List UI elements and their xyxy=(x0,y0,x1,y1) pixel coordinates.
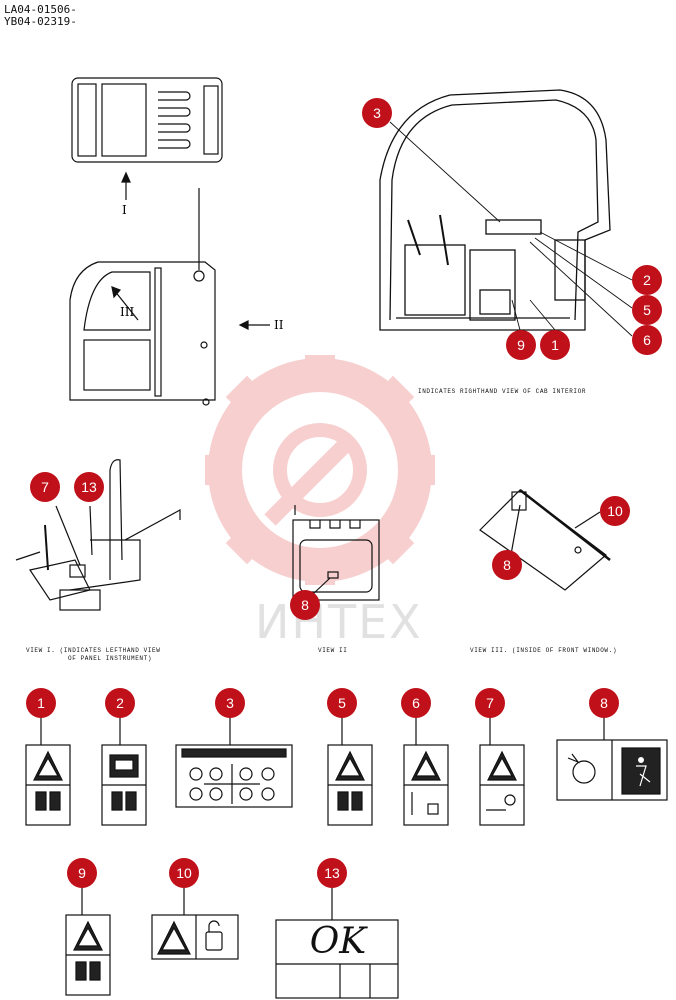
caption-view-2: VIEW II xyxy=(318,647,348,654)
callout-1-label: 1 xyxy=(26,688,56,718)
callout-10-label: 10 xyxy=(169,858,199,888)
label-1-drawing xyxy=(25,710,71,826)
label-13-drawing xyxy=(275,885,399,999)
label-7-drawing xyxy=(479,715,525,826)
view-1-seat-panel xyxy=(15,459,181,611)
callout-8-view2: 8 xyxy=(290,590,320,620)
watermark-gear-logo xyxy=(205,355,435,585)
cab-top-view xyxy=(71,77,223,200)
arrow-label-ii: II xyxy=(274,318,284,332)
callout-10-drawing: 10 xyxy=(600,496,630,526)
callout-9-label: 9 xyxy=(67,858,97,888)
callout-9-drawing: 9 xyxy=(506,330,536,360)
callout-2-label: 2 xyxy=(105,688,135,718)
callout-8-view3: 8 xyxy=(492,550,522,580)
caption-righthand-view: INDICATES RIGHTHAND VIEW OF CAB INTERIOR xyxy=(418,388,587,395)
part-code-1: LA04-01506- xyxy=(4,3,77,16)
caption-view-3: VIEW III. (INSIDE OF FRONT WINDOW.) xyxy=(470,647,618,654)
callout-5-drawing: 5 xyxy=(632,295,662,325)
cab-side-view xyxy=(69,188,270,406)
label-10-drawing xyxy=(151,885,239,960)
label-8-drawing xyxy=(556,715,668,801)
callout-5-label: 5 xyxy=(327,688,357,718)
label-13-ok-text: OK xyxy=(309,921,367,962)
view-2-panel xyxy=(292,505,380,601)
label-2-drawing xyxy=(101,710,147,826)
callout-6-drawing: 6 xyxy=(632,325,662,355)
label-6-drawing xyxy=(403,715,449,826)
label-3-drawing xyxy=(175,715,293,808)
part-code-2: YB04-02319- xyxy=(4,15,77,28)
caption-view-1: VIEW I. (INDICATES LEFTHAND VIEW OF PANE… xyxy=(26,647,161,662)
callout-2-drawing: 2 xyxy=(632,265,662,295)
leader-lines-right-view xyxy=(389,121,633,337)
watermark-text: ИНТЕХ xyxy=(255,595,423,649)
callout-6-label: 6 xyxy=(401,688,431,718)
arrow-label-iii: III xyxy=(120,305,135,319)
callout-7-drawing: 7 xyxy=(30,472,60,502)
label-5-drawing xyxy=(327,715,373,826)
callout-1-drawing: 1 xyxy=(540,330,570,360)
callout-13-drawing: 13 xyxy=(74,472,104,502)
callout-7-label: 7 xyxy=(475,688,505,718)
arrow-label-i: I xyxy=(122,203,127,217)
callout-8-label: 8 xyxy=(589,688,619,718)
label-9-drawing xyxy=(65,885,111,996)
callout-3-label: 3 xyxy=(215,688,245,718)
cab-interior-right-view xyxy=(379,89,611,331)
callout-3-drawing: 3 xyxy=(362,98,392,128)
callout-13-label: 13 xyxy=(317,858,347,888)
